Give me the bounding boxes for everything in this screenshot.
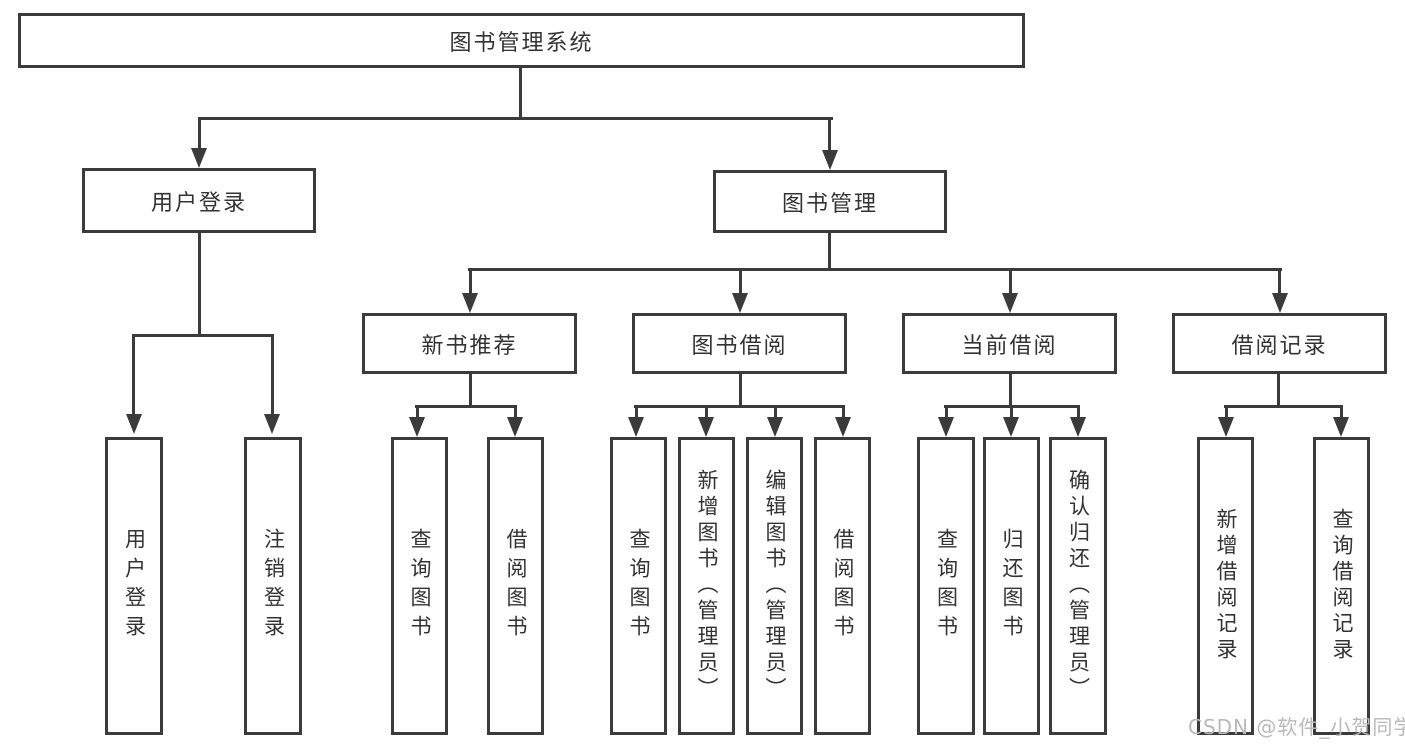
node-current-borrow: 当前借阅	[902, 313, 1117, 374]
edge-to-leaf-logout	[271, 336, 274, 416]
edge-new-book-left	[416, 408, 419, 418]
edge-user-login-crossbar	[132, 334, 274, 337]
edge-current-borrow-3	[1077, 408, 1080, 418]
leaf-user-login: 用户登录	[105, 437, 163, 735]
edge-to-book-borrow	[739, 271, 742, 295]
edge-book-management-stem	[828, 233, 831, 271]
edge-borrow-records-2	[1340, 408, 1343, 418]
edge-new-book-stem	[469, 374, 472, 407]
arrowhead-current-borrow-2	[1003, 417, 1019, 437]
leaf-query-books-recommend: 查询图书	[391, 437, 448, 735]
arrowhead-to-new-book-recommend	[462, 293, 478, 313]
edge-borrow-records-1	[1225, 408, 1228, 418]
edge-to-new-book-recommend	[469, 271, 472, 295]
arrowhead-to-user-login	[191, 148, 207, 168]
edge-root-stem	[519, 68, 522, 119]
edge-book-borrow-1	[635, 408, 638, 418]
edge-current-borrow-1	[945, 408, 948, 418]
node-user-login: 用户登录	[82, 168, 316, 233]
arrowhead-borrow-records-1	[1218, 417, 1234, 437]
leaf-add-book-admin: 新增图书（管理员）	[678, 437, 735, 735]
arrowhead-to-borrow-records	[1272, 293, 1288, 313]
arrowhead-to-current-borrow	[1002, 293, 1018, 313]
edge-root-crossbar	[198, 117, 833, 120]
arrowhead-to-leaf-logout	[264, 414, 280, 434]
arrowhead-to-book-management	[822, 150, 838, 170]
leaf-borrow-books: 借阅图书	[814, 437, 871, 735]
edge-book-borrow-2	[705, 408, 708, 418]
edge-to-current-borrow	[1009, 271, 1012, 295]
arrowhead-current-borrow-1	[938, 417, 954, 437]
edge-to-borrow-records	[1278, 271, 1281, 295]
root-node-library-system: 图书管理系统	[18, 13, 1025, 68]
leaf-edit-book-admin: 编辑图书（管理员）	[746, 437, 803, 735]
arrowhead-new-book-left	[409, 417, 425, 437]
leaf-add-borrow-record: 新增借阅记录	[1197, 437, 1254, 735]
arrowhead-new-book-right	[507, 417, 523, 437]
leaf-confirm-return-admin: 确认归还（管理员）	[1049, 437, 1107, 735]
arrowhead-book-borrow-4	[835, 417, 851, 437]
edge-new-book-crossbar	[415, 405, 517, 408]
edge-book-borrow-crossbar	[634, 405, 845, 408]
edge-borrow-records-crossbar	[1224, 405, 1343, 408]
arrowhead-borrow-records-2	[1333, 417, 1349, 437]
leaf-return-book: 归还图书	[983, 437, 1040, 735]
edge-book-borrow-stem	[739, 374, 742, 407]
edge-current-borrow-2	[1010, 408, 1013, 418]
edge-borrow-records-stem	[1277, 374, 1280, 407]
edge-to-book-management	[828, 119, 831, 152]
arrowhead-to-leaf-user-login	[126, 414, 142, 434]
node-book-management: 图书管理	[713, 170, 947, 233]
arrowhead-to-book-borrow	[732, 293, 748, 313]
edge-book-borrow-4	[842, 408, 845, 418]
leaf-query-books-current: 查询图书	[917, 437, 975, 735]
node-book-borrow: 图书借阅	[632, 313, 847, 374]
leaf-query-books-borrow: 查询图书	[610, 437, 667, 735]
arrowhead-book-borrow-1	[628, 417, 644, 437]
leaf-borrow-books-recommend: 借阅图书	[487, 437, 544, 735]
arrowhead-book-borrow-3	[767, 417, 783, 437]
edge-current-borrow-crossbar	[944, 405, 1080, 408]
arrowhead-book-borrow-2	[698, 417, 714, 437]
leaf-logout: 注销登录	[244, 437, 302, 735]
edge-book-borrow-3	[774, 408, 777, 418]
node-borrow-records: 借阅记录	[1172, 313, 1387, 374]
node-new-book-recommend: 新书推荐	[362, 313, 577, 374]
edge-book-management-crossbar	[468, 268, 1282, 271]
edge-current-borrow-stem	[1009, 374, 1012, 407]
edge-to-user-login	[198, 119, 201, 150]
edge-user-login-stem	[198, 233, 201, 337]
leaf-query-borrow-record: 查询借阅记录	[1313, 437, 1370, 735]
arrowhead-current-borrow-3	[1070, 417, 1086, 437]
edge-new-book-right	[514, 408, 517, 418]
edge-to-leaf-user-login	[132, 336, 135, 416]
csdn-watermark: CSDN @软件_小贺同学	[1188, 715, 1405, 739]
